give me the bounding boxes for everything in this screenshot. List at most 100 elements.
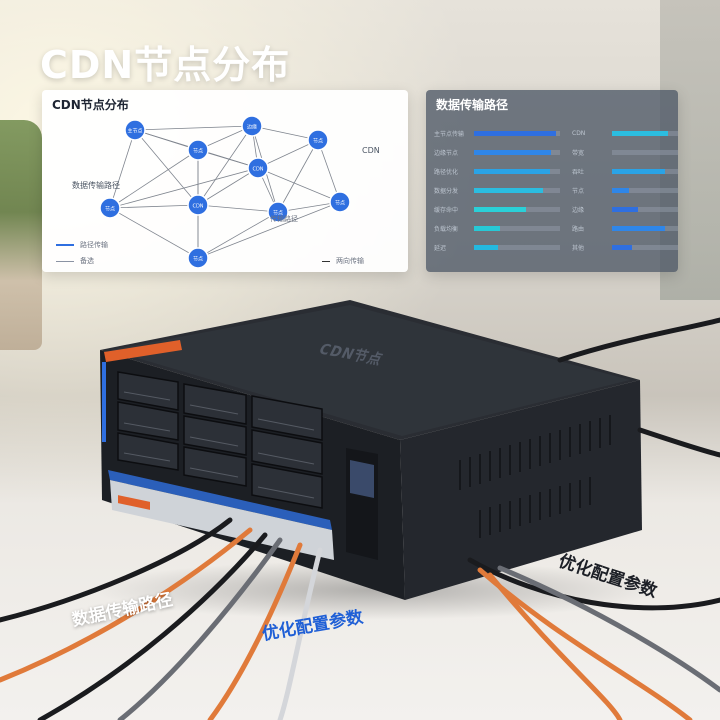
bar-fill (612, 244, 632, 250)
network-node-label: 节点 (105, 207, 115, 213)
legend-item-path: 路径传输 (56, 240, 108, 250)
bar-fill (612, 168, 665, 174)
network-node-label: CDN (192, 204, 203, 210)
legend-label: 备选 (80, 257, 94, 265)
legend-item-alt: 备选 (56, 256, 94, 266)
network-edge (134, 125, 253, 131)
bar-track (612, 225, 678, 231)
bar-fill (474, 187, 543, 193)
vent-grille (459, 415, 611, 538)
arrow-icon (322, 260, 330, 262)
network-node-label: CDN (252, 167, 263, 173)
server-side-face (400, 380, 642, 600)
bar-row: 路由 (572, 225, 678, 233)
bar-track (612, 130, 678, 136)
bar-label: 带宽 (572, 149, 585, 157)
bar-fill (612, 187, 629, 193)
network-node (267, 201, 289, 223)
network-node (99, 197, 121, 219)
network-node-label: 节点 (193, 257, 203, 263)
bar-track (474, 244, 560, 250)
network-edge (109, 129, 136, 209)
bar-label: 负载均衡 (434, 225, 459, 233)
bar-row: 路径优化 (434, 168, 560, 176)
bar-fill (474, 149, 552, 155)
bar-fill (474, 225, 500, 231)
bar-row: 边缘节点 (434, 149, 560, 157)
network-node-label: 节点 (313, 139, 323, 145)
network-edge (277, 139, 319, 213)
bar-fill (474, 244, 499, 250)
bar-row: 带宽 (572, 149, 678, 157)
network-node-label: 节点 (273, 211, 283, 217)
network-node (247, 157, 269, 179)
network-edge (257, 167, 341, 203)
bar-row: CDN (572, 129, 678, 137)
bar-row: 主节点传输 (434, 130, 560, 138)
bar-row: 数据分发 (434, 187, 560, 195)
bar-label: 节点 (572, 187, 585, 195)
bar-track (474, 149, 560, 155)
bar-fill (474, 168, 550, 174)
network-node-label: 节点 (335, 201, 345, 207)
data-path-panel-title: 数据传输路径 (436, 98, 509, 112)
bar-fill (612, 225, 665, 231)
network-edge (251, 125, 319, 141)
bar-fill (612, 130, 669, 136)
side-label: 数据传输路径 (72, 181, 120, 190)
cdn-node-panel-title: CDN节点分布 (52, 98, 129, 112)
bar-row: 其他 (572, 244, 678, 252)
bar-track (474, 225, 560, 231)
bar-label: CDN (572, 129, 586, 137)
network-node (307, 129, 329, 151)
bar-row: 缓存命中 (434, 206, 560, 214)
bar-row: 节点 (572, 187, 678, 195)
headline: CDN节点分布 (40, 43, 291, 87)
legend-line-icon (56, 260, 74, 262)
side-label: CDN (362, 146, 380, 155)
bar-row: 边缘 (572, 206, 678, 214)
bar-track (474, 206, 560, 212)
bar-track (612, 206, 678, 212)
bar-track (474, 168, 560, 174)
bar-label: 路径优化 (434, 168, 459, 176)
network-node (187, 247, 209, 269)
legend-item-bidirectional: 两向传输 (322, 256, 364, 266)
bar-label: 延迟 (434, 244, 447, 252)
network-node (241, 115, 263, 137)
bar-label: 主节点传输 (434, 130, 465, 138)
bar-label: 其他 (572, 244, 585, 252)
bar-label: 边缘 (572, 206, 585, 214)
bar-fill (612, 206, 639, 212)
drive-bays (117, 371, 323, 509)
bar-label: 缓存命中 (434, 206, 459, 214)
legend-label: 路径传输 (80, 241, 108, 249)
network-edge (197, 125, 253, 206)
bar-track (474, 187, 560, 193)
network-edge (197, 211, 279, 259)
network-node-label: 节点 (193, 149, 203, 155)
network-cables (0, 317, 720, 720)
side-label: 传输路径 (270, 215, 298, 223)
bar-fill (474, 206, 526, 212)
bar-track (612, 149, 678, 155)
bar-fill (474, 130, 556, 136)
legend-label: 两向传输 (336, 257, 364, 265)
bar-track (612, 244, 678, 250)
network-edge (109, 167, 259, 209)
bar-row: 吞吐 (572, 168, 678, 176)
legend-line-icon (56, 244, 74, 246)
network-edge (197, 204, 279, 213)
network-node (187, 194, 209, 216)
network-edge (109, 204, 199, 209)
network-node-label: 主节点 (127, 128, 142, 135)
network-node-label: 边缘 (247, 124, 257, 131)
network-edge (317, 139, 341, 203)
network-node (187, 139, 209, 161)
status-led-strip (102, 362, 106, 442)
bar-label: 吞吐 (572, 168, 585, 176)
network-edge (197, 167, 259, 206)
